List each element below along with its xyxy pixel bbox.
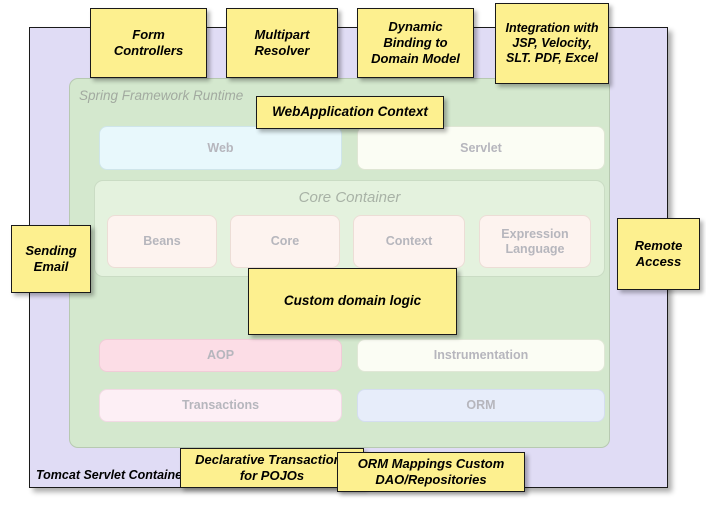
callout-multipart-resolver: Multipart Resolver — [226, 8, 338, 78]
module-web: Web — [99, 126, 342, 170]
callout-declarative-transactions: Declarative Transactions for POJOs — [180, 448, 364, 488]
module-core: Core — [230, 215, 340, 268]
module-orm: ORM — [357, 389, 605, 422]
core-container-label: Core Container — [298, 189, 401, 206]
spring-framework-runtime-label: Spring Framework Runtime — [79, 88, 244, 103]
callout-dynamic-binding: Dynamic Binding to Domain Model — [357, 8, 474, 78]
module-context: Context — [353, 215, 465, 268]
module-transactions: Transactions — [99, 389, 342, 422]
module-aop: AOP — [99, 339, 342, 372]
module-instrumentation: Instrumentation — [357, 339, 605, 372]
callout-webapplication-context: WebApplication Context — [256, 96, 444, 129]
module-servlet: Servlet — [357, 126, 605, 170]
callout-form-controllers: Form Controllers — [90, 8, 207, 78]
callout-sending-email: Sending Email — [11, 225, 91, 293]
tomcat-servlet-container-label: Tomcat Servlet Container — [36, 468, 187, 482]
module-expression-language: Expression Language — [479, 215, 591, 268]
callout-custom-domain-logic: Custom domain logic — [248, 268, 457, 335]
module-beans: Beans — [107, 215, 217, 268]
callout-orm-mappings: ORM Mappings Custom DAO/Repositories — [337, 452, 525, 492]
callout-remote-access: Remote Access — [617, 218, 700, 290]
callout-integration: Integration with JSP, Velocity, SLT. PDF… — [495, 3, 609, 84]
